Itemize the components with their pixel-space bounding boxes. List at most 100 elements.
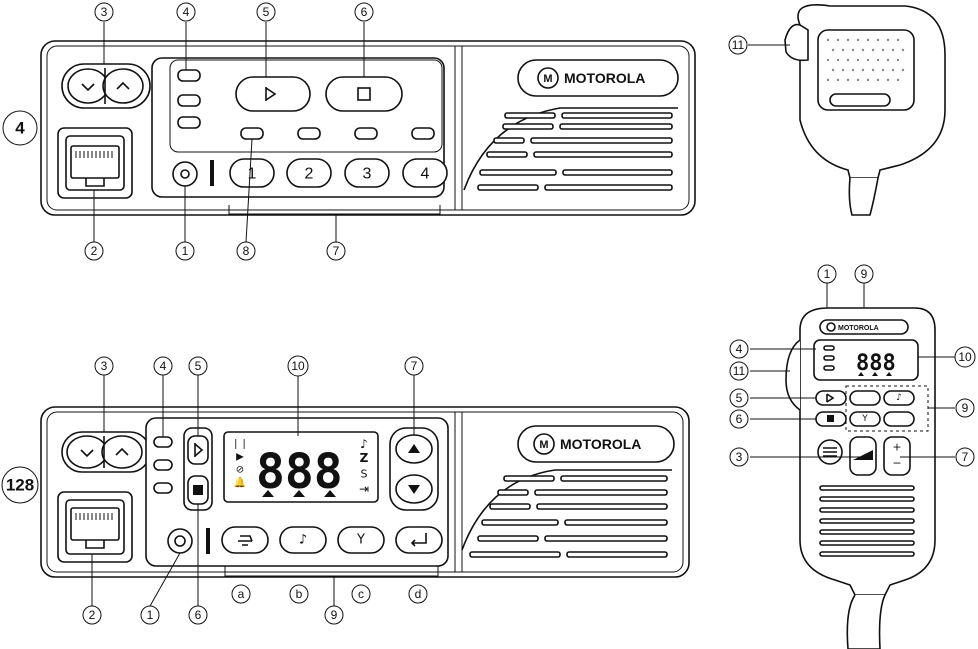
mic-slot <box>829 93 891 107</box>
callout: 8 <box>243 244 250 258</box>
signal-icon: ❘❘ <box>232 439 249 450</box>
key-letter: b <box>296 587 303 601</box>
model-badge <box>2 110 38 146</box>
callouts-model-4: 3 4 5 6 2 1 8 7 <box>84 2 374 261</box>
chevron-up-icon <box>115 447 129 456</box>
callout: 3 <box>736 450 743 464</box>
radio-4-bezel <box>46 45 690 211</box>
function-key-d[interactable] <box>395 526 443 554</box>
function-key-a[interactable] <box>221 526 269 554</box>
mic-cord <box>848 177 879 216</box>
brand-label: MOTOROLA <box>564 70 645 86</box>
brand-mark: M <box>543 73 552 85</box>
callout: 5 <box>736 391 743 405</box>
brand-plate <box>517 425 675 463</box>
enter-icon <box>410 533 427 547</box>
model-badge <box>1 466 39 504</box>
callout: 4 <box>736 342 743 356</box>
power-button[interactable] <box>167 528 193 554</box>
callout: 2 <box>89 608 96 622</box>
callout: 11 <box>732 38 745 52</box>
play-icon: ▶ <box>236 452 244 463</box>
function-key-b[interactable] <box>279 526 327 554</box>
note-icon: ♪ <box>896 393 902 403</box>
callout: 1 <box>182 244 189 258</box>
indicator-led <box>153 436 173 448</box>
callouts-model-128: 3 4 5 10 7 2 1 6 9 a b c d <box>82 355 428 625</box>
chevron-up-icon <box>116 81 130 90</box>
mic-y-button[interactable] <box>849 411 881 427</box>
ptt-button[interactable] <box>784 23 809 62</box>
note-icon: ♪ <box>360 437 368 451</box>
plus-icon: + <box>892 441 901 454</box>
callout: 11 <box>733 364 746 378</box>
key-letter: d <box>415 587 422 601</box>
radio-128-bezel <box>46 411 684 573</box>
mic-enter-button[interactable] <box>883 411 915 427</box>
callout: 1 <box>824 267 831 281</box>
radio-model-4: 1 2 3 4 M MOTOROLA <box>2 2 696 261</box>
lcd-display <box>223 431 379 503</box>
key-letter: c <box>358 587 364 601</box>
mic-cord <box>846 594 886 649</box>
mic-note-button[interactable] <box>883 390 915 406</box>
rj45-jack <box>70 145 120 179</box>
brand-label: MOTOROLA <box>560 436 641 452</box>
triangle-down-icon <box>408 485 420 494</box>
callout: 9 <box>861 267 868 281</box>
preset-key-4-label: 4 <box>421 166 430 183</box>
preset-key-1[interactable] <box>229 158 275 188</box>
preset-key-4[interactable] <box>402 158 448 188</box>
microphone-keypad: MOTOROLA 888 ♪ Y + − <box>729 264 976 649</box>
ptt-button[interactable] <box>785 339 801 411</box>
volume-up-button[interactable] <box>102 68 144 104</box>
volume-up-button[interactable] <box>101 435 143 469</box>
mic-home-button[interactable] <box>849 390 881 406</box>
motorola-logo-icon <box>537 67 559 89</box>
preset-key-2-label: 2 <box>305 166 314 183</box>
callout: 7 <box>333 244 340 258</box>
callout: 1 <box>147 608 154 622</box>
channel-led <box>240 127 264 140</box>
indicator-led <box>177 69 201 82</box>
menu-button-left[interactable] <box>235 76 311 112</box>
note-icon: ♪ <box>299 533 307 548</box>
motorola-logo-icon <box>533 433 555 455</box>
channel-led <box>354 127 378 140</box>
mic-lcd <box>813 339 919 381</box>
power-button[interactable] <box>172 161 198 187</box>
function-key-c[interactable] <box>337 526 385 554</box>
callout: 7 <box>962 450 969 464</box>
microphone-standard: 11 <box>728 4 946 216</box>
channel-led <box>297 127 321 140</box>
menu-button-right[interactable] <box>325 76 403 112</box>
preset-key-2[interactable] <box>286 158 332 188</box>
channel-led <box>411 127 435 140</box>
callout: 10 <box>958 350 972 364</box>
chevron-down-icon <box>80 449 94 458</box>
callout: 9 <box>962 401 969 415</box>
callouts-mic-keypad: 1 9 4 11 5 6 3 10 9 7 <box>729 264 976 467</box>
brand-plate <box>517 59 679 97</box>
callout: 4 <box>183 5 190 19</box>
callout: 4 <box>160 359 167 373</box>
preset-key-3[interactable] <box>344 158 390 188</box>
callout: 5 <box>263 5 270 19</box>
indicator-area <box>169 59 443 153</box>
volume-down-button[interactable] <box>67 68 109 104</box>
callout: 7 <box>411 359 418 373</box>
triangle-up-icon <box>408 444 420 453</box>
indicator-led <box>153 459 173 471</box>
callout: 9 <box>331 608 338 622</box>
brand-mark: M <box>539 439 548 451</box>
model-badge-label: 128 <box>6 476 34 495</box>
volume-down-button[interactable] <box>66 435 108 469</box>
mic-menu-button[interactable] <box>815 390 847 406</box>
s-icon: S <box>361 468 368 481</box>
mic-channel-rocker[interactable] <box>883 436 911 476</box>
segment-display: 888 <box>856 351 896 376</box>
mic-grille <box>819 485 915 557</box>
chevron-down-icon <box>81 83 95 92</box>
menu-button[interactable] <box>187 435 209 465</box>
